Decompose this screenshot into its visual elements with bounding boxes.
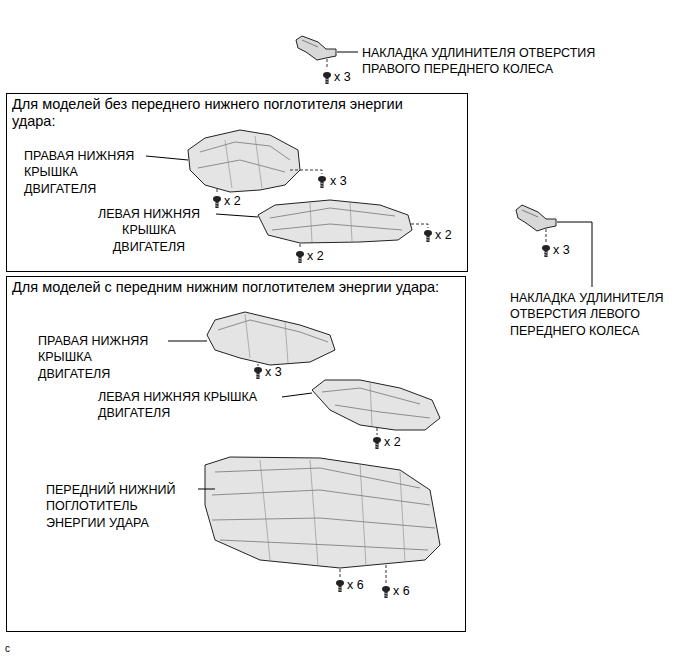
fastener-count: x 2 (435, 227, 452, 243)
extension-pad (516, 205, 592, 287)
variant-frame: Для моделей с передним нижним поглотител… (6, 276, 466, 632)
part-name: ПРАВАЯ НИЖНЯЯ КРЫШКА ДВИГАТЕЛЯ (38, 333, 163, 382)
impact-absorber (198, 457, 440, 598)
part-name: ПЕРЕДНИЙ НИЖНИЙ ПОГЛОТИТЕЛЬ ЭНЕРГИИ УДАР… (46, 482, 196, 531)
engine-undercover (282, 380, 440, 449)
fastener-count: x 3 (330, 173, 347, 189)
fastener-count: x 6 (393, 583, 410, 599)
part-name: НАКЛАДКА УДЛИНИТЕЛЯ ОТВЕРСТИЯ ПРАВОГО ПЕ… (362, 45, 627, 78)
part-name: ПРАВАЯ НИЖНЯЯ КРЫШКА ДВИГАТЕЛЯ (24, 148, 144, 197)
engine-undercover (168, 312, 335, 379)
fastener-count: x 6 (347, 577, 364, 593)
fastener-count: x 2 (307, 248, 324, 264)
part-name: ЛЕВАЯ НИЖНЯЯ КРЫШКА ДВИГАТЕЛЯ (98, 389, 278, 422)
part-name: НАКЛАДКА УДЛИНИТЕЛЯ ОТВЕРСТИЯ ЛЕВОГО ПЕР… (510, 290, 682, 339)
frame-heading: Для моделей с передним нижним поглотител… (7, 277, 465, 298)
fastener-count: x 3 (553, 242, 570, 258)
fastener-count: x 2 (384, 434, 401, 450)
engine-undercover (216, 200, 432, 263)
fastener-count: x 3 (265, 364, 282, 380)
fastener-count: c (5, 642, 10, 655)
frame-heading: Для моделей без переднего нижнего поглот… (7, 94, 417, 133)
fastener-count: x 2 (224, 193, 241, 209)
fastener-count: x 3 (334, 69, 351, 85)
part-name: ЛЕВАЯ НИЖНЯЯ КРЫШКА ДВИГАТЕЛЯ (86, 206, 212, 255)
